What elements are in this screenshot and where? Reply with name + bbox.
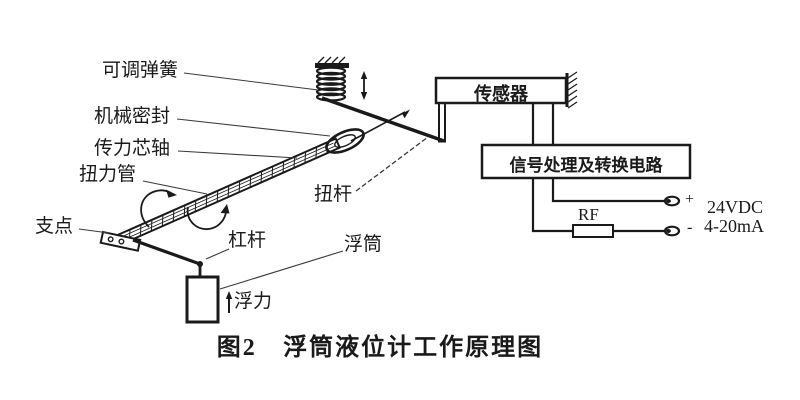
label-buoyancy: 浮力 [234, 291, 273, 312]
rf-resistor [572, 224, 614, 238]
torsion-bar-line [350, 109, 410, 142]
label-sensor: 传感器 [474, 84, 528, 104]
sensor-rod [438, 103, 446, 143]
label-force-core-shaft: 传力芯轴 [94, 138, 171, 159]
caption-title: 浮筒液位计工作原理图 [283, 335, 544, 361]
output-circuit-wires [531, 178, 665, 233]
terminal-minus [663, 225, 681, 237]
spring-support-bar [315, 63, 349, 68]
label-rf: RF [578, 205, 599, 224]
displacer-body [185, 275, 220, 324]
rotation-arrow-right [186, 204, 230, 231]
label-signal-box: 信号处理及转换电路 [509, 156, 663, 175]
label-minus: - [687, 219, 693, 236]
lever-bar [132, 238, 201, 266]
label-mechanical-seal: 机械密封 [94, 106, 171, 127]
fulcrum-bracket [99, 230, 142, 252]
label-supply: 24VDC [707, 197, 764, 217]
label-fulcrum: 支点 [35, 216, 74, 237]
spring-motion-arrow [360, 71, 368, 100]
spring-lever-arm [321, 96, 445, 143]
label-torque-tube: 扭力管 [79, 164, 137, 185]
leader-lines [78, 72, 429, 290]
sensor-box [434, 76, 568, 105]
label-displacer: 浮筒 [344, 234, 383, 255]
spring-support-hatch [317, 56, 346, 64]
label-plus: + [685, 191, 695, 208]
spring-coil [315, 66, 347, 102]
caption-number: 图2 [216, 335, 257, 361]
label-torsion-bar: 扭杆 [314, 184, 353, 205]
sensor-wall-support [565, 71, 578, 109]
buoyancy-arrow [225, 291, 233, 313]
signal-box [480, 143, 692, 180]
label-current: 4-20mA [704, 216, 764, 236]
sensor-signal-wires [531, 103, 555, 145]
mechanical-seal-ring [325, 128, 365, 154]
label-adjustable-spring: 可调弹簧 [102, 60, 179, 81]
label-lever: 杠杆 [228, 230, 267, 251]
figure-caption: 图2 浮筒液位计工作原理图 [0, 327, 760, 362]
terminal-plus [663, 195, 681, 207]
rotation-arrow-left [140, 189, 177, 228]
torque-tube [117, 137, 342, 245]
